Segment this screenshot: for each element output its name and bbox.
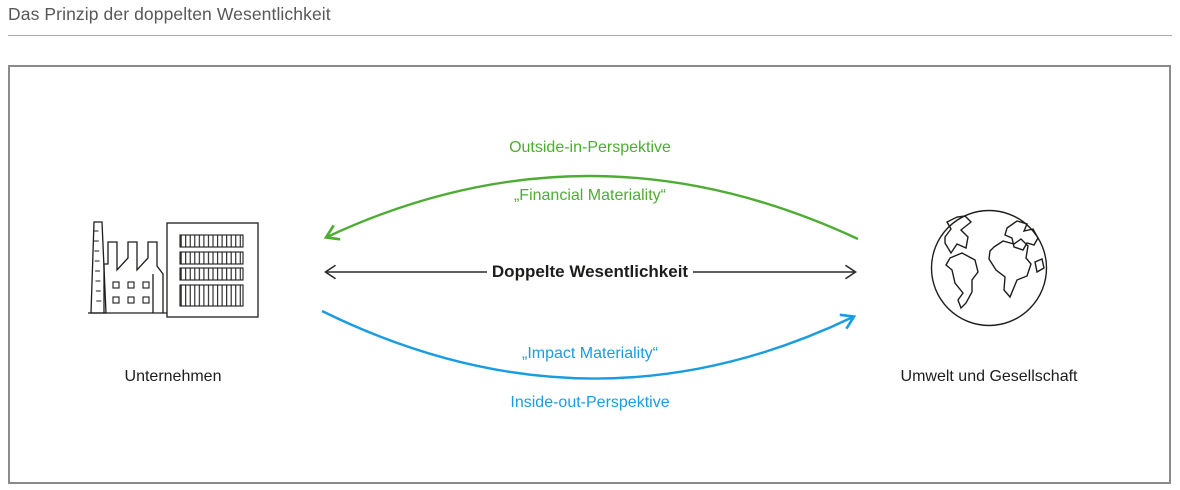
inside-out-perspective-label: Inside-out-Perspektive	[510, 394, 670, 411]
company-node-label: Unternehmen	[124, 368, 222, 385]
globe-continent-africa	[988, 238, 1032, 299]
financial-materiality-label: „Financial Materiality“	[513, 187, 667, 204]
globe-circle	[930, 209, 1048, 327]
factory-chimney	[90, 221, 107, 314]
factory-building-icon	[88, 221, 259, 318]
outside-in-perspective-label: Outside-in-Perspektive	[509, 139, 671, 156]
double-materiality-axis-label: Doppelte Wesentlichkeit	[491, 262, 689, 281]
globe-continent-asia-fragment	[1034, 258, 1045, 274]
factory-hall-outline	[103, 241, 164, 313]
page-title: Das Prinzip der doppelten Wesentlichkeit	[8, 4, 331, 24]
globe-continent-europe	[1004, 220, 1039, 251]
office-window-bands	[179, 234, 244, 307]
globe-continent-north-america	[944, 215, 973, 255]
factory-chimney-hatches	[93, 230, 102, 302]
title-divider	[8, 35, 1172, 36]
office-building	[166, 222, 259, 318]
globe-continent-south-america	[945, 252, 979, 310]
environment-society-node-label: Umwelt und Gesellschaft	[900, 368, 1078, 385]
factory-windows	[112, 281, 150, 304]
globe-icon	[930, 209, 1048, 327]
impact-materiality-label: „Impact Materiality“	[521, 345, 659, 362]
